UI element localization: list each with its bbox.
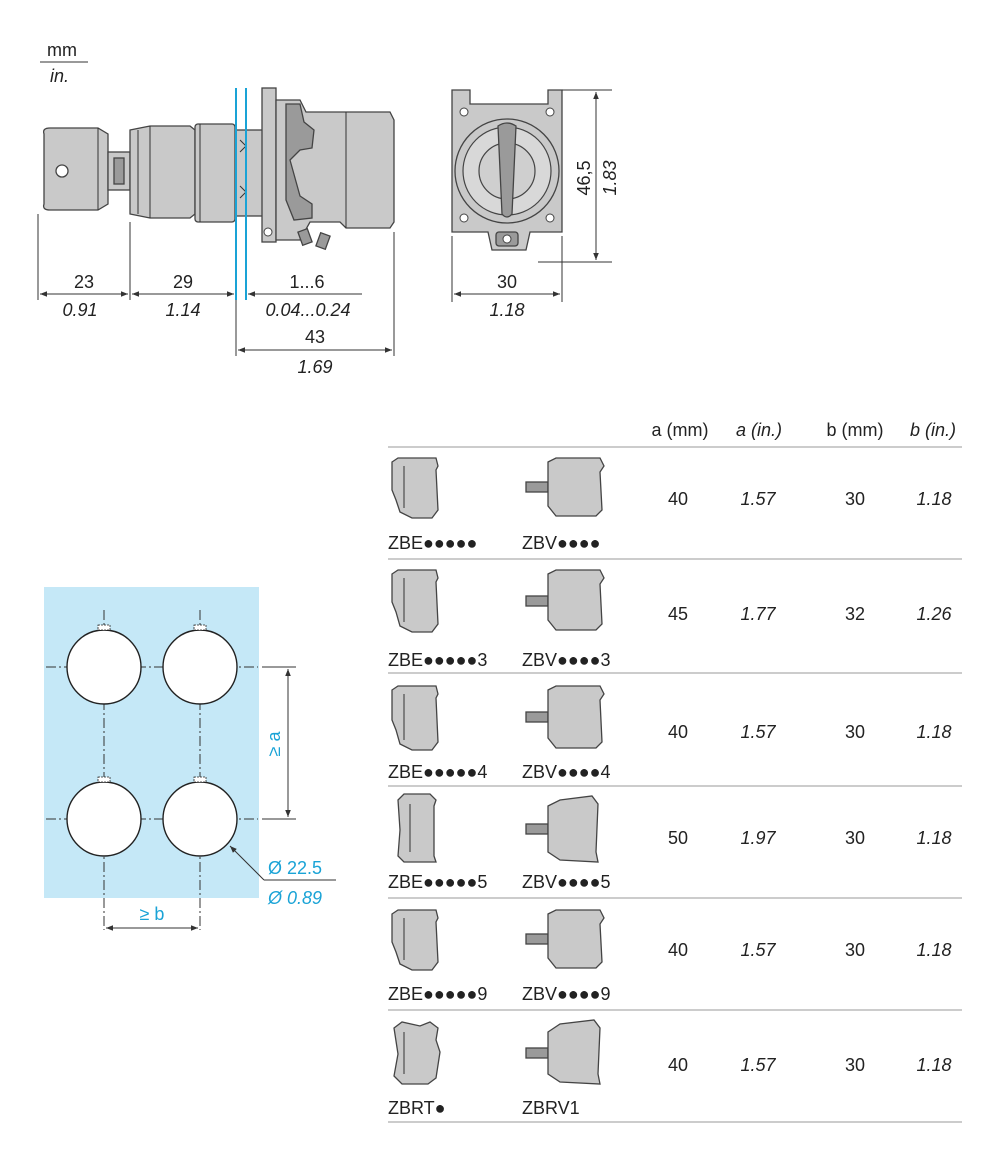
cutout-hole xyxy=(162,629,238,705)
dim-43-mm: 43 xyxy=(305,327,325,347)
cell-b-in: 1.26 xyxy=(916,604,952,624)
cell-b-in: 1.18 xyxy=(916,828,951,848)
light-block-icon xyxy=(525,685,605,749)
cell-a-mm: 40 xyxy=(668,489,688,509)
table-row: ZBE●●●●●4 ZBV●●●●4 40 1.57 30 1.18 xyxy=(388,685,952,782)
contact-block-icon xyxy=(391,569,439,633)
cell-a-mm: 40 xyxy=(668,940,688,960)
key-head xyxy=(42,127,109,211)
dim-height-mm: 46,5 xyxy=(574,160,594,195)
table-row: ZBE●●●●●9 ZBV●●●●9 40 1.57 30 1.18 xyxy=(388,909,952,1004)
light-block-icon xyxy=(525,909,605,969)
bezel xyxy=(129,125,196,219)
cell-b-mm: 30 xyxy=(845,722,865,742)
cell-a-mm: 45 xyxy=(668,604,688,624)
cell-b-in: 1.18 xyxy=(916,940,951,960)
mounting-nut xyxy=(235,129,265,217)
cell-a-in: 1.97 xyxy=(740,828,776,848)
unit-legend: mm in. xyxy=(40,40,88,86)
cell-b-mm: 32 xyxy=(845,604,865,624)
unit-in: in. xyxy=(50,66,69,86)
light-block-icon xyxy=(525,457,605,517)
side-view: 23 0.91 29 1.14 1...6 0.04...0.24 43 1.6… xyxy=(37,87,395,377)
spacing-b-label: ≥ b xyxy=(140,904,165,924)
contact-block-icon xyxy=(391,685,439,751)
header-b-mm: b (mm) xyxy=(827,420,884,440)
fixing-collar xyxy=(261,87,277,243)
panel-cutout: ≥ a ≥ b Ø 22.5 Ø 0.89 xyxy=(44,587,336,931)
cell-b-mm: 30 xyxy=(845,940,865,960)
cell-a-in: 1.57 xyxy=(740,940,776,960)
cell-b-mm: 30 xyxy=(845,828,865,848)
panel-background xyxy=(44,587,259,898)
header-a-in: a (in.) xyxy=(736,420,782,440)
light-block-icon xyxy=(525,1019,601,1085)
dim-29-mm: 29 xyxy=(173,272,193,292)
cell-a-mm: 50 xyxy=(668,828,688,848)
contact-block-icon xyxy=(393,1021,441,1085)
light-block-icon xyxy=(525,795,599,863)
dim-23-mm: 23 xyxy=(74,272,94,292)
ref-right: ZBV●●●● xyxy=(522,533,601,553)
cell-b-mm: 30 xyxy=(845,489,865,509)
cell-a-in: 1.77 xyxy=(740,604,776,624)
ref-left: ZBE●●●●●5 xyxy=(388,872,487,892)
cutout-hole xyxy=(66,629,142,705)
hole-diameter-in: Ø 0.89 xyxy=(267,888,322,908)
header-a-mm: a (mm) xyxy=(652,420,709,440)
ref-right: ZBV●●●●5 xyxy=(522,872,611,892)
body-ring xyxy=(194,123,236,223)
spacing-a-label: ≥ a xyxy=(264,731,284,757)
cell-a-in: 1.57 xyxy=(740,722,776,742)
cell-a-in: 1.57 xyxy=(740,489,776,509)
ref-left: ZBE●●●●● xyxy=(388,533,477,553)
ref-right: ZBV●●●●4 xyxy=(522,762,611,782)
contact-block-icon xyxy=(397,793,437,863)
table-row: ZBE●●●●● ZBV●●●● 40 1.57 30 1.18 xyxy=(388,457,952,553)
ref-right: ZBRV1 xyxy=(522,1098,580,1118)
cell-b-in: 1.18 xyxy=(916,722,951,742)
dim-43-in: 1.69 xyxy=(297,357,332,377)
dim-panel-mm: 1...6 xyxy=(289,272,324,292)
contact-block xyxy=(263,99,395,251)
cutout-hole xyxy=(66,781,142,857)
ref-right: ZBV●●●●9 xyxy=(522,984,611,1004)
ref-left: ZBE●●●●●9 xyxy=(388,984,487,1004)
cell-a-in: 1.57 xyxy=(740,1055,776,1075)
light-block-icon xyxy=(525,569,605,631)
front-view: 46,5 1.83 30 1.18 xyxy=(451,89,620,320)
table-row: ZBRT● ZBRV1 40 1.57 30 1.18 xyxy=(388,1019,952,1118)
ref-right: ZBV●●●●3 xyxy=(522,650,611,670)
contact-block-icon xyxy=(391,457,439,519)
cell-b-in: 1.18 xyxy=(916,489,951,509)
key-hole-icon xyxy=(55,164,69,178)
dim-panel-in: 0.04...0.24 xyxy=(265,300,350,320)
dim-29-in: 1.14 xyxy=(165,300,200,320)
cell-a-mm: 40 xyxy=(668,1055,688,1075)
dim-height-in: 1.83 xyxy=(600,160,620,195)
selector-handle xyxy=(497,122,517,218)
ref-left: ZBE●●●●●4 xyxy=(388,762,487,782)
table-row: ZBE●●●●●5 ZBV●●●●5 50 1.97 30 1.18 xyxy=(388,793,952,892)
ref-left: ZBE●●●●●3 xyxy=(388,650,487,670)
cell-b-mm: 30 xyxy=(845,1055,865,1075)
dim-width-mm: 30 xyxy=(497,272,517,292)
contact-block-icon xyxy=(391,909,439,971)
cell-b-in: 1.18 xyxy=(916,1055,951,1075)
header-b-in: b (in.) xyxy=(910,420,956,440)
table-row: ZBE●●●●●3 ZBV●●●●3 45 1.77 32 1.26 xyxy=(388,569,952,670)
ref-left: ZBRT● xyxy=(388,1098,446,1118)
dim-23-in: 0.91 xyxy=(62,300,97,320)
hole-diameter-mm: Ø 22.5 xyxy=(268,858,322,878)
cell-a-mm: 40 xyxy=(668,722,688,742)
compatibility-table: a (mm) a (in.) b (mm) b (in.) ZBE●●●●● Z… xyxy=(388,420,962,1123)
unit-mm: mm xyxy=(47,40,77,60)
cutout-hole xyxy=(162,781,238,857)
dim-width-in: 1.18 xyxy=(489,300,524,320)
